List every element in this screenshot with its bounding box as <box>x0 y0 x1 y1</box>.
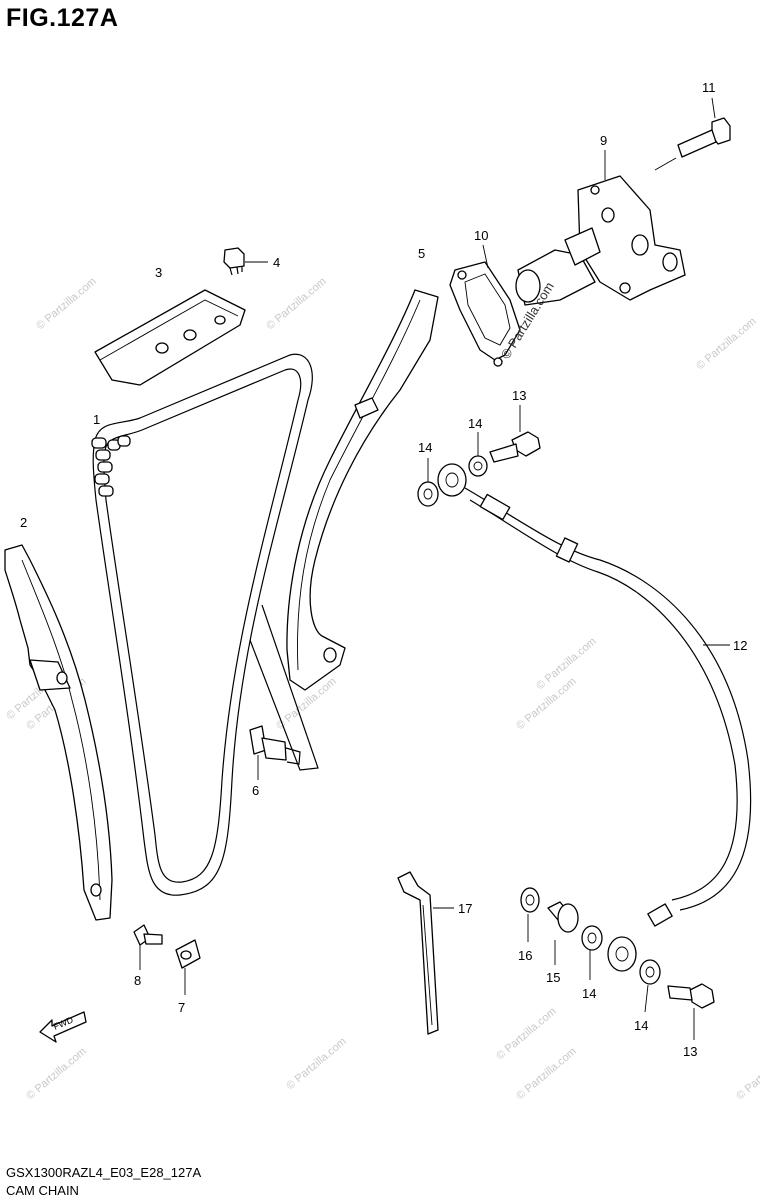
callout-12: 12 <box>733 638 747 653</box>
chain-tensioner-guide <box>286 289 439 691</box>
watermark: © Partzilla.com <box>24 1045 88 1102</box>
hose-clamp <box>397 871 454 1035</box>
bolt-8 <box>133 924 163 970</box>
callout-2: 2 <box>20 515 27 530</box>
callout-4: 4 <box>273 255 280 270</box>
washer-14-c <box>581 925 603 980</box>
watermark: © Partzilla.com <box>734 1045 760 1102</box>
model-code: GSX1300RAZL4_E03_E28_127A <box>6 1165 202 1180</box>
watermark: © Partzilla.com <box>34 275 98 332</box>
callout-16: 16 <box>518 948 532 963</box>
chain-links <box>91 435 131 497</box>
callout-9: 9 <box>600 133 607 148</box>
washer-14-a <box>417 458 439 507</box>
callout-6: 6 <box>252 783 259 798</box>
callout-13-top: 13 <box>512 388 526 403</box>
bolt-15 <box>547 901 579 965</box>
callout-8: 8 <box>134 973 141 988</box>
bolt-4 <box>223 247 268 276</box>
banjo-fitting-top <box>437 463 467 497</box>
callout-7: 7 <box>178 1000 185 1015</box>
oil-hose <box>464 487 752 927</box>
gasket <box>449 244 521 367</box>
washer-plate-7 <box>175 939 201 995</box>
watermark: © Partzilla.com <box>284 1035 348 1092</box>
callout-14-d: 14 <box>634 1018 648 1033</box>
assembly-name: CAM CHAIN <box>6 1183 79 1198</box>
union-bolt-13-bottom <box>667 983 715 1040</box>
watermark: © Partzilla.com <box>694 315 758 372</box>
cam-chain <box>91 353 313 896</box>
callout-labels: 1 2 3 4 5 6 7 8 9 10 11 12 13 13 14 14 1… <box>20 80 747 1059</box>
pivot-bolt <box>249 604 319 780</box>
washer-16 <box>520 887 540 942</box>
callout-11: 11 <box>702 80 716 95</box>
fwd-arrow: FWD <box>39 1011 87 1043</box>
tensioner-adjuster <box>515 150 686 306</box>
callout-14-b: 14 <box>468 416 482 431</box>
washer-14-b <box>468 432 488 477</box>
callout-13-bottom: 13 <box>683 1044 697 1059</box>
union-bolt-13-top <box>489 405 541 463</box>
callout-1: 1 <box>93 412 100 427</box>
callout-17: 17 <box>458 901 472 916</box>
watermark: © Partzilla.com <box>494 1005 558 1062</box>
banjo-fitting-bottom <box>607 936 637 972</box>
watermark: © Partzilla.com <box>514 1045 578 1102</box>
callout-15: 15 <box>546 970 560 985</box>
callout-14-a: 14 <box>418 440 432 455</box>
callout-3: 3 <box>155 265 162 280</box>
callout-14-c: 14 <box>582 986 596 1001</box>
chain-guide-front <box>4 544 113 921</box>
washer-14-d <box>639 959 661 1013</box>
watermark: © Partzilla.com <box>264 275 328 332</box>
fig-title: FIG.127A <box>6 4 119 32</box>
chain-guide-top <box>94 289 246 386</box>
callout-5: 5 <box>418 246 425 261</box>
bolt-11 <box>654 97 731 171</box>
callout-10: 10 <box>474 228 488 243</box>
